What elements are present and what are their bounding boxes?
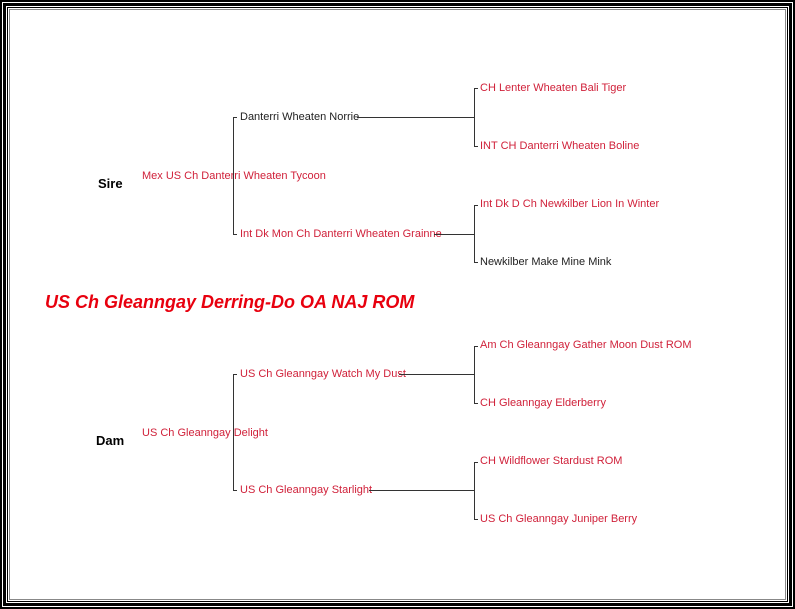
paternal-granddam-connector [434,234,474,235]
frame-border-gray [9,9,786,600]
sire-label: Sire [98,176,123,191]
dam-name[interactable]: US Ch Gleanngay Delight [142,427,268,439]
frame-border-inner [3,3,792,606]
dam-bracket-bottom-tick [233,490,237,491]
paternal-granddam-bracket-bottom-tick [474,262,478,263]
subject-name: US Ch Gleanngay Derring-Do OA NAJ ROM [45,292,415,312]
gen3-dam-sire-dam[interactable]: CH Gleanngay Elderberry [480,397,606,409]
frame-border-thin [7,7,788,602]
maternal-granddam-connector [369,490,474,491]
paternal-grandsire-bracket-bottom-tick [474,146,478,147]
maternal-grandsire-bracket-vertical [474,346,475,404]
gen3-sire-sire-sire[interactable]: CH Lenter Wheaten Bali Tiger [480,82,627,94]
maternal-grandsire-bracket-bottom-tick [474,403,478,404]
paternal-grandsire-name[interactable]: Danterri Wheaten Norrie [240,111,360,123]
maternal-granddam-bracket-bottom-tick [474,519,478,520]
gen3-dam-dam-dam[interactable]: US Ch Gleanngay Juniper Berry [480,513,638,525]
maternal-grandsire-connector [399,374,474,375]
dam-bracket-top-tick [233,374,237,375]
sire-bracket-top-tick [233,117,237,118]
paternal-granddam-bracket-top-tick [474,205,478,206]
maternal-granddam-bracket-vertical [474,462,475,520]
gen3-dam-dam-sire[interactable]: CH Wildflower Stardust ROM [480,455,623,467]
paternal-granddam-name[interactable]: Int Dk Mon Ch Danterri Wheaten Grainne [240,228,442,240]
gen3-sire-dam-dam[interactable]: Newkilber Make Mine Mink [480,256,612,268]
gen3-dam-sire-sire[interactable]: Am Ch Gleanngay Gather Moon Dust ROM [480,339,692,351]
maternal-granddam-name[interactable]: US Ch Gleanngay Starlight [240,484,373,496]
paternal-grandsire-bracket-vertical [474,88,475,147]
sire-bracket-vertical [233,117,234,235]
paternal-grandsire-connector [357,117,474,118]
gen3-sire-sire-dam[interactable]: INT CH Danterri Wheaten Boline [480,140,640,152]
dam-bracket-vertical [233,374,234,491]
gen3-sire-dam-sire[interactable]: Int Dk D Ch Newkilber Lion In Winter [480,198,660,210]
maternal-granddam-bracket-top-tick [474,462,478,463]
paternal-grandsire-bracket-top-tick [474,88,478,89]
paternal-granddam-bracket-vertical [474,205,475,263]
sire-bracket-bottom-tick [233,234,237,235]
maternal-grandsire-name[interactable]: US Ch Gleanngay Watch My Dust [240,368,406,380]
maternal-grandsire-bracket-top-tick [474,346,478,347]
dam-label: Dam [96,433,125,448]
